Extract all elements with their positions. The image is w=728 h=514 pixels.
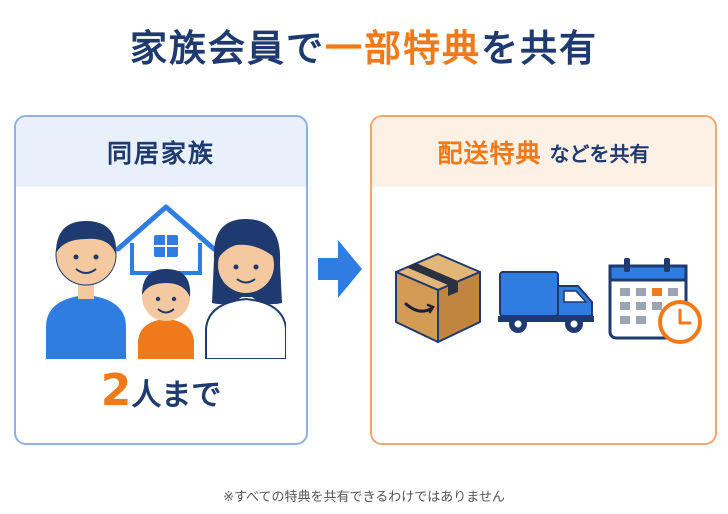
- member-limit-text: 人まで: [131, 378, 222, 413]
- delivery-truck-icon: [498, 271, 594, 333]
- shared-benefits-heading-sub: などを共有: [549, 141, 650, 166]
- title-accent: 一部特典: [325, 27, 481, 70]
- family-icon: [46, 204, 286, 359]
- arrow-right-icon: [318, 240, 362, 298]
- package-box-icon: [395, 253, 481, 343]
- house-icon: [115, 204, 217, 275]
- page-title: 家族会員で一部特典を共有: [0, 18, 728, 72]
- household-family-heading: 同居家族: [16, 117, 306, 187]
- footnote: ※すべての特典を共有できるわけではありません: [223, 490, 505, 505]
- title-part2: を共有: [481, 27, 598, 70]
- title-part1: 家族会員で: [130, 27, 325, 70]
- shared-benefits-heading: 配送特典などを共有: [372, 117, 715, 187]
- shared-benefits-heading-main: 配送特典: [437, 139, 542, 168]
- member-limit: 2人まで: [16, 365, 306, 416]
- member-limit-number: 2: [100, 365, 132, 416]
- calendar-clock-icon: [608, 258, 702, 344]
- household-family-panel: 同居家族 2人まで: [14, 115, 308, 445]
